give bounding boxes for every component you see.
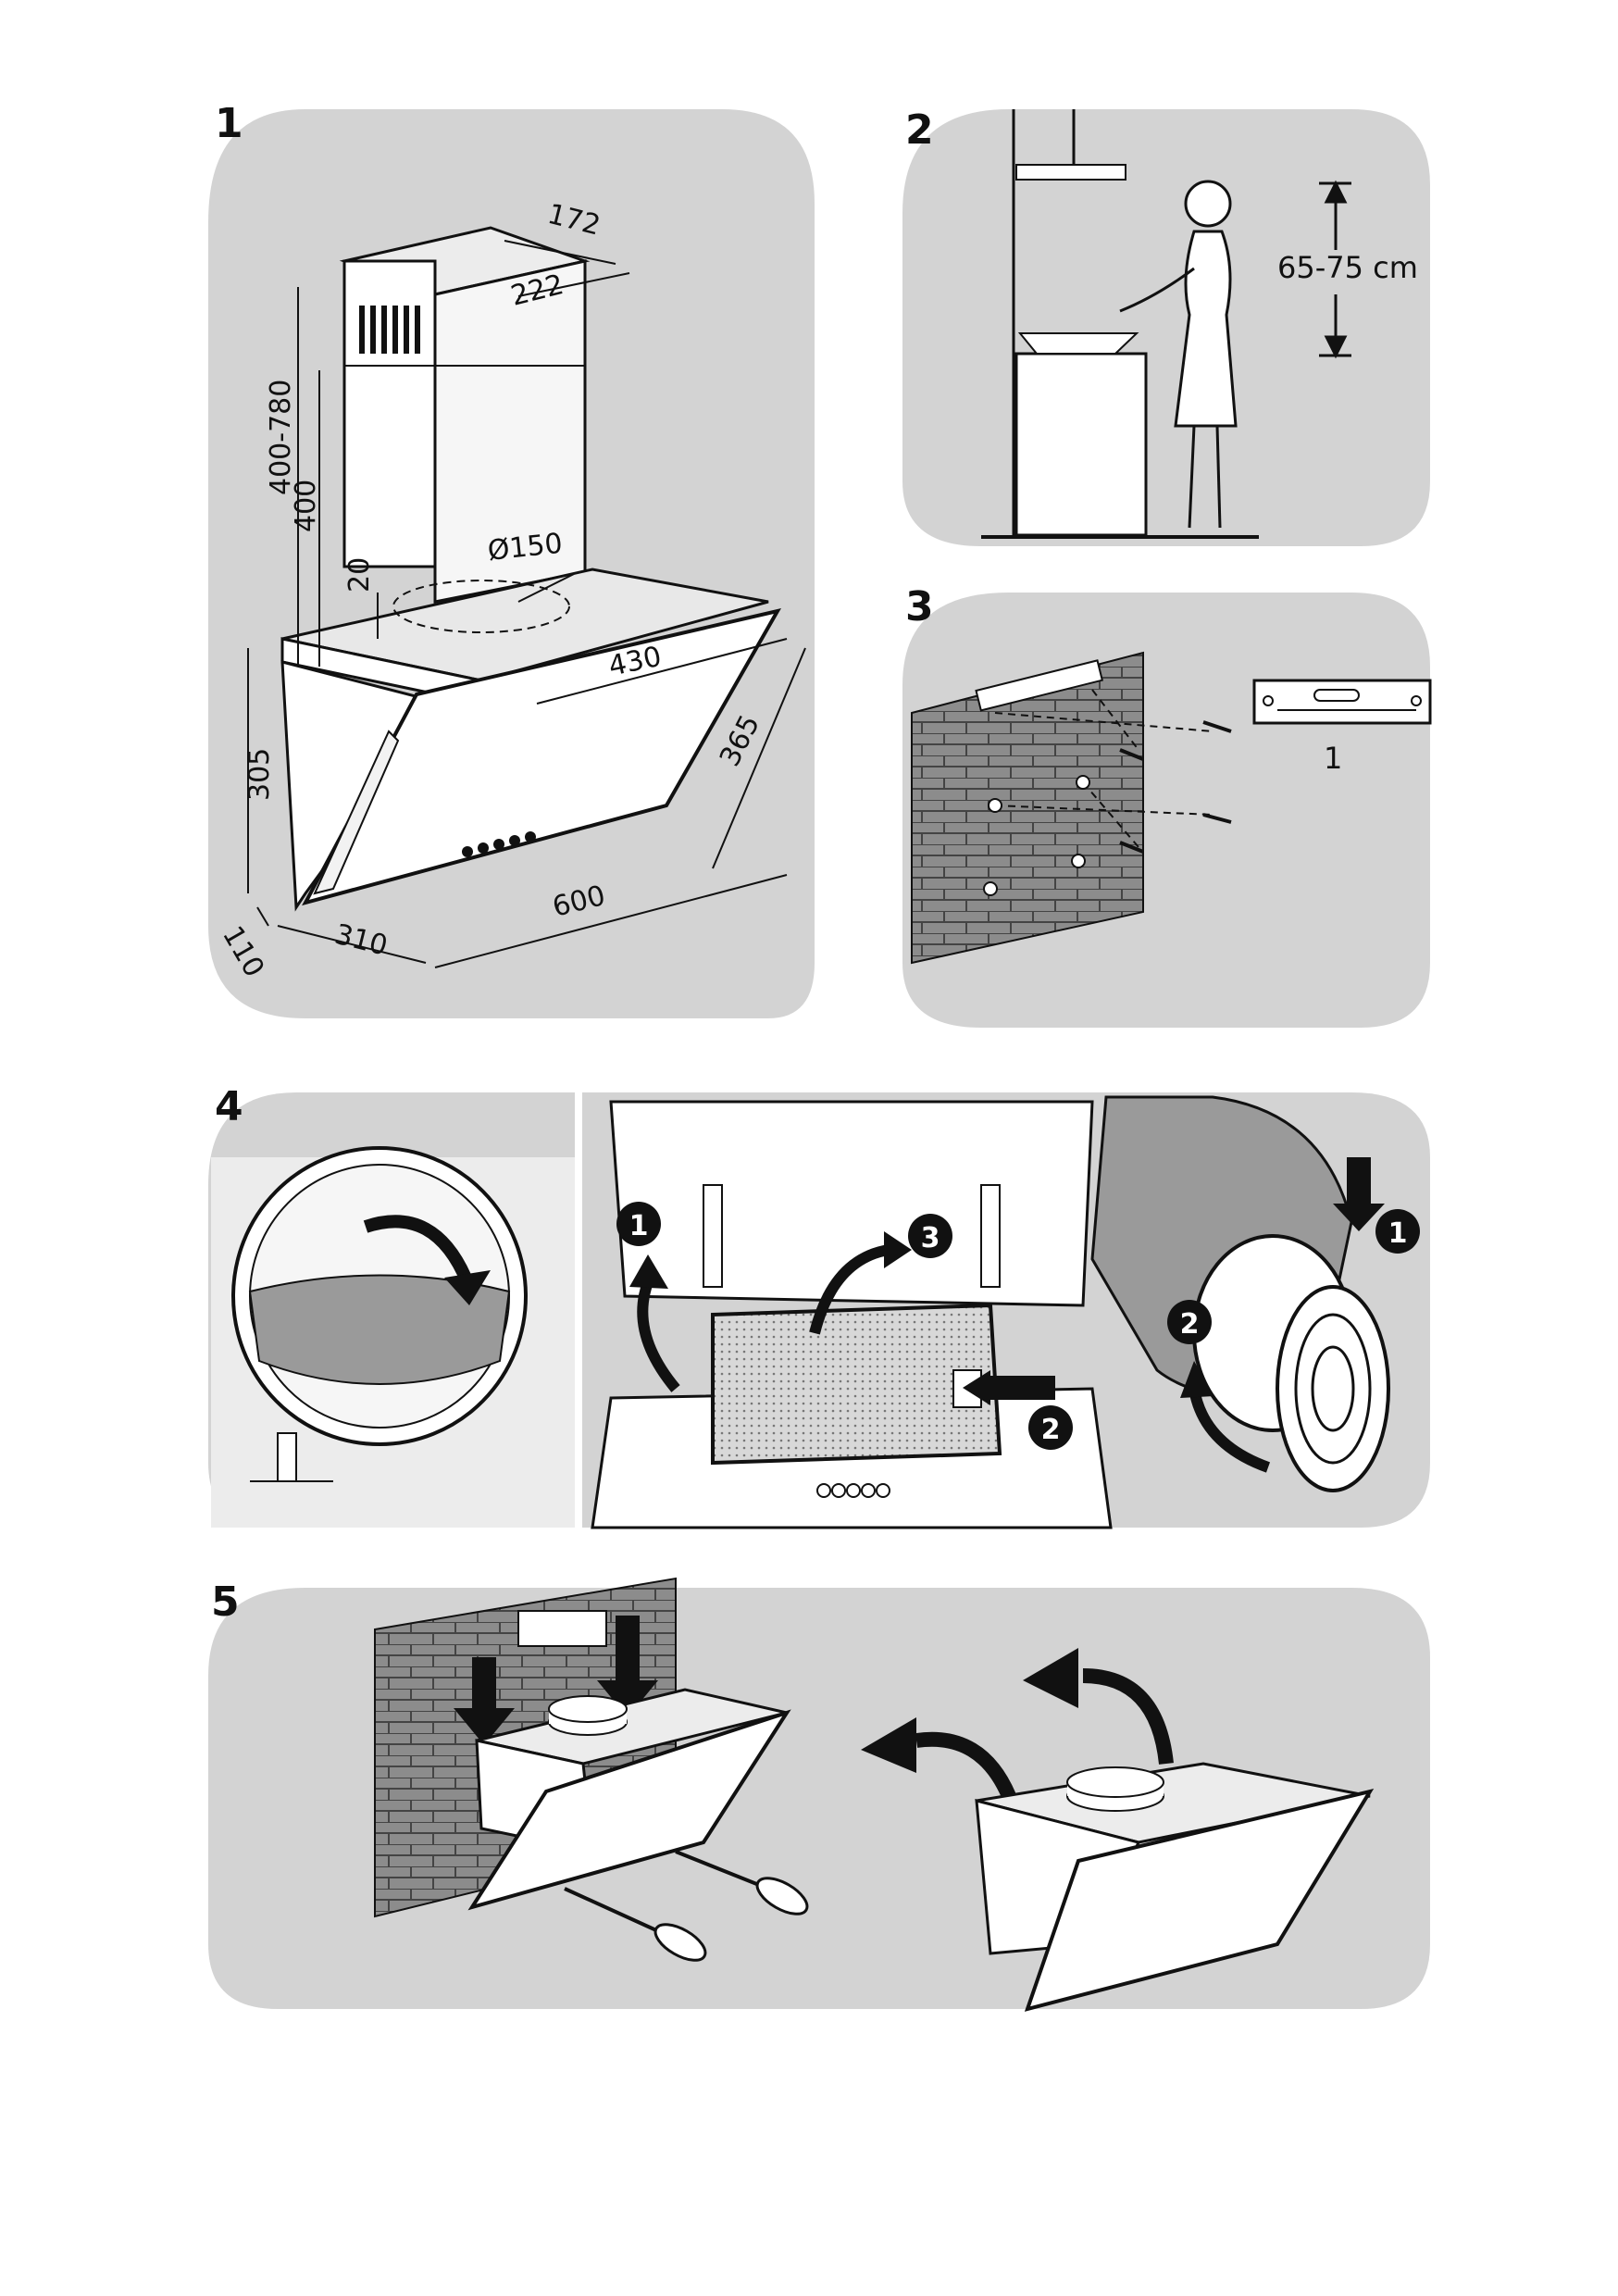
panel-5-hanging xyxy=(208,1577,1430,2012)
svg-text:1: 1 xyxy=(1388,1217,1408,1250)
hood-body xyxy=(280,568,782,912)
panel-1-dimensions: 172 222 400-780 400 20 Ø150 430 305 365 … xyxy=(208,109,815,1018)
hood-tilted xyxy=(975,1762,1375,2012)
chimney xyxy=(339,226,591,604)
hood-on-wall xyxy=(467,1688,809,1962)
bracket-part-label: 1 xyxy=(1324,741,1342,776)
panel-3-bracket-fixing: 1 xyxy=(902,593,1432,1028)
step-number-2: 2 xyxy=(905,106,934,154)
panel-2-mounting-height: 65-75 cm xyxy=(902,109,1430,546)
svg-text:3: 3 xyxy=(921,1222,940,1254)
fan-callout-1: 1 xyxy=(1375,1209,1420,1254)
person-figure xyxy=(1119,180,1238,529)
backdraft-damper xyxy=(231,1146,528,1482)
step-number-3: 3 xyxy=(905,583,934,630)
wall-plugs xyxy=(983,775,1090,896)
height-arrow xyxy=(1319,180,1351,359)
fan-motor xyxy=(1090,1095,1390,1492)
fan-callout-2: 2 xyxy=(1167,1300,1212,1344)
svg-text:2: 2 xyxy=(1041,1414,1061,1446)
dim-20: 20 xyxy=(343,557,376,593)
callout-2: 2 xyxy=(1028,1405,1073,1450)
svg-text:1: 1 xyxy=(629,1210,649,1242)
step-number-1: 1 xyxy=(215,100,243,147)
height-range-label: 65-75 cm xyxy=(1277,250,1418,285)
dim-400: 400 xyxy=(290,480,322,532)
grease-filter-scene xyxy=(591,1100,1113,1529)
panel-4-filters: 1 3 2 1 2 xyxy=(208,1092,1430,1529)
dim-400-780: 400-780 xyxy=(265,380,297,495)
screws xyxy=(1119,720,1232,854)
dim-305: 305 xyxy=(243,748,276,801)
callout-3: 3 xyxy=(908,1214,952,1258)
step-number-4: 4 xyxy=(215,1083,243,1130)
callout-1: 1 xyxy=(616,1202,661,1246)
bracket-detail xyxy=(1252,679,1432,725)
dimension-lines xyxy=(247,240,806,968)
down-arrows xyxy=(454,1616,658,1745)
step-number-5: 5 xyxy=(211,1578,240,1626)
dim-diameter-150: Ø150 xyxy=(486,528,564,568)
tilt-arrows xyxy=(861,1648,1174,1800)
svg-text:2: 2 xyxy=(1180,1308,1200,1341)
